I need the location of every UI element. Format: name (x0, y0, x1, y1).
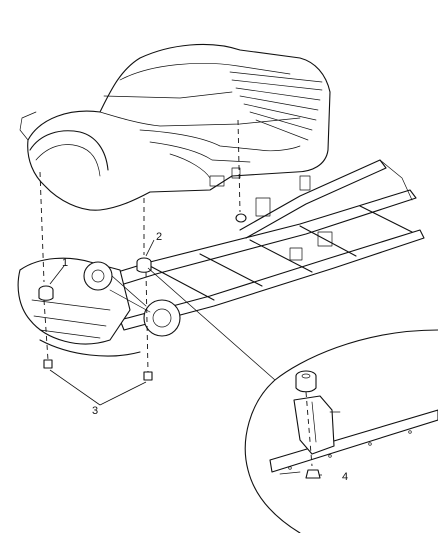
detail-magnifier (244, 329, 438, 533)
callout-4: 4 (342, 471, 348, 483)
body-mount-bushing-icon (38, 285, 54, 301)
mount-bolt-icon (143, 371, 153, 381)
body-mount-bushing-icon (295, 370, 317, 393)
truck-body (19, 43, 331, 211)
body-mount-bushing-icon (136, 257, 152, 273)
callout-3: 3 (92, 405, 98, 417)
mount-alignment-lines (39, 119, 241, 373)
callout-leaders (49, 239, 322, 476)
callout-1: 1 (62, 257, 68, 269)
mount-bolt-icon (43, 359, 53, 369)
mount-bolt-icon (305, 469, 321, 479)
vehicle-frame (17, 159, 425, 357)
callout-2: 2 (156, 231, 162, 243)
